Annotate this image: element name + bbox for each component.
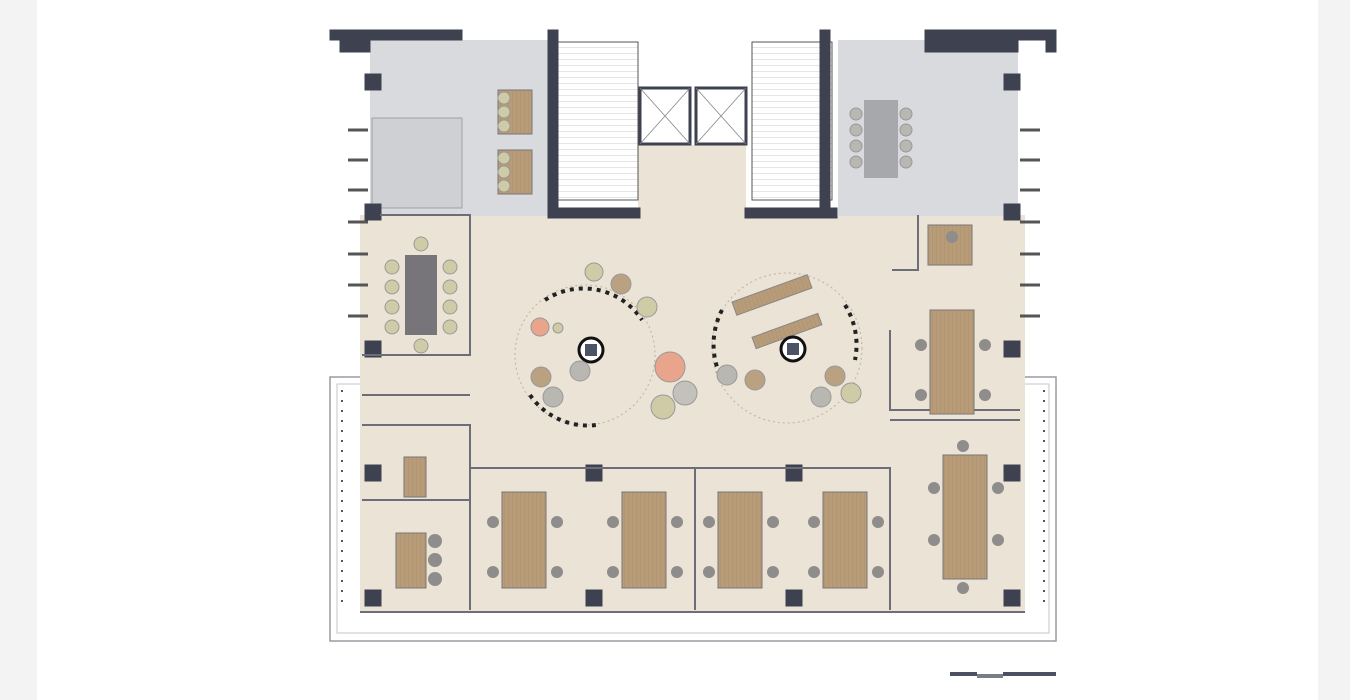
bench-top: [731, 274, 813, 316]
desk-icon: [395, 532, 427, 589]
workstation-clusters: [395, 89, 988, 589]
meeting-chairs-left: [384, 236, 458, 354]
window-fins: [348, 128, 1040, 318]
lounge-arc-right-2: [843, 303, 859, 361]
meeting-table-left: [405, 255, 437, 335]
chairs: [428, 231, 1004, 594]
partitions: [360, 214, 1025, 613]
desk-icon: [403, 456, 427, 498]
desk-icon: [942, 454, 988, 580]
desk-icon: [621, 491, 667, 589]
lounge-circle-left: [514, 284, 656, 426]
desk-icon: [717, 491, 763, 589]
desk-icon: [822, 491, 868, 589]
stair-left: [557, 41, 639, 201]
lounge-seats: [530, 262, 862, 420]
meeting-table-right: [864, 100, 898, 178]
left-kitchen: [371, 117, 463, 209]
column-core: [787, 343, 799, 355]
lobby-floor: [638, 145, 746, 217]
stair-right: [751, 41, 833, 201]
desk-icon: [927, 224, 973, 266]
desk-icon: [929, 309, 975, 415]
column-core: [585, 344, 597, 356]
scale-bar-icon: [950, 672, 1056, 678]
cafe-chairs: [497, 91, 511, 193]
lounge-arc-left: [543, 286, 644, 322]
walls: [329, 29, 1057, 607]
meeting-chairs-right: [849, 107, 913, 169]
lounge-arc-left-bottom: [528, 393, 597, 428]
open-office-floor: [360, 215, 1025, 611]
desk-icon: [501, 491, 547, 589]
elevator-cross: [639, 87, 747, 145]
